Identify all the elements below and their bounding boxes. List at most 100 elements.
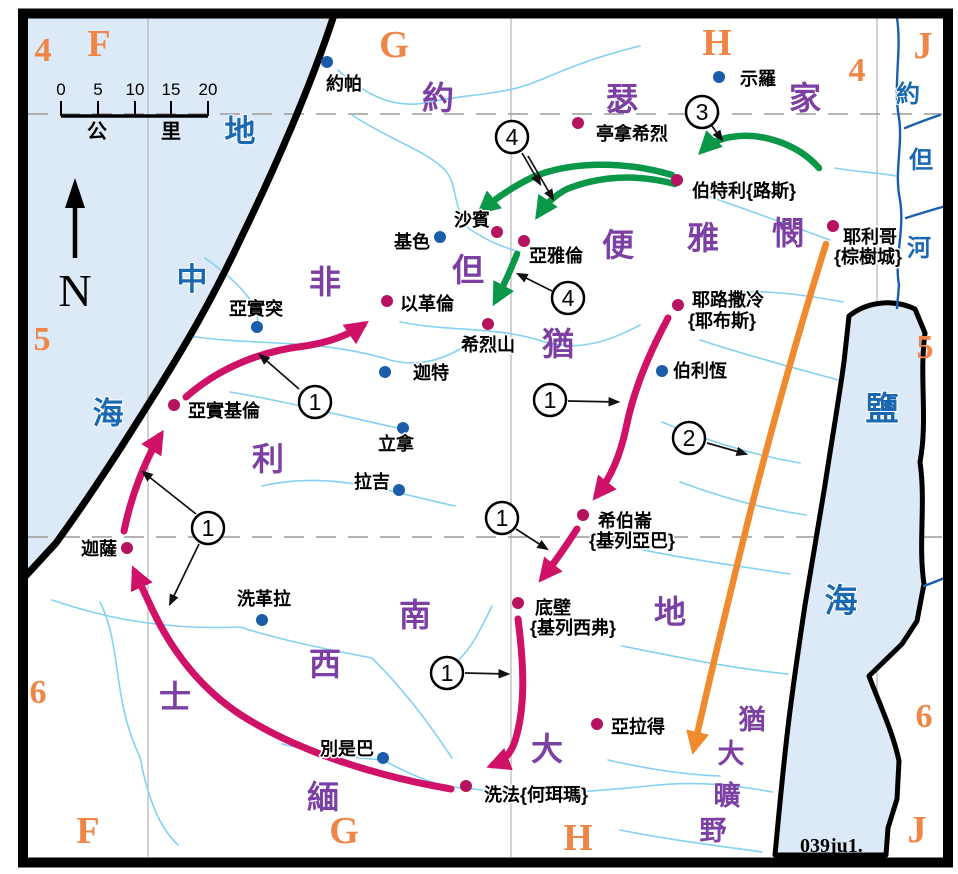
scale-tick-label: 5 (93, 80, 102, 99)
grid-ref-label: 4 (849, 52, 866, 89)
route-marker-number: 1 (496, 505, 509, 531)
city-dot-debir-kiriath-sepher (512, 597, 524, 609)
city-label-bethel-luz: 伯特利{路斯} (692, 180, 796, 201)
grid-ref-label: 6 (916, 698, 933, 735)
city-dot-lachish (393, 484, 405, 496)
city-label-timnath-heres: 亭拿希烈 (596, 123, 668, 144)
city-label-hebron-kiriath-arba: 希伯崙 (598, 510, 653, 531)
city-label-gaza: 迦薩 (81, 538, 117, 559)
city-dot-mount-heres (482, 318, 494, 330)
city-label-bethlehem: 伯利恆 (673, 360, 727, 381)
route-marker-circle (550, 280, 586, 316)
route-jerusalem-to-hebron (592, 314, 672, 501)
region-label: 非 (309, 264, 341, 300)
scale-tick-label: 0 (56, 80, 65, 99)
grid-ref-label: F (76, 810, 99, 852)
marker-connector-arrow (141, 470, 197, 515)
marker-connector-arrow (464, 669, 511, 679)
city-dot-jerusalem-jebus (672, 299, 684, 311)
route-aijalon-to-mount-heres (492, 250, 521, 307)
region-label: 猶 (542, 326, 574, 362)
grid-ref-label: H (702, 22, 732, 64)
city-label-mount-heres: 希烈山 (461, 334, 515, 355)
route-marker-number: 4 (562, 285, 575, 311)
route-ashkelon-to-ekron (182, 320, 369, 401)
route-marker-circle (494, 119, 530, 155)
route-house-of-joseph (476, 130, 823, 307)
water-labels: 地中海鹽海約但河 (92, 79, 935, 620)
city-dot-shaalbim (491, 226, 503, 238)
marker-connector-arrow (168, 543, 200, 607)
region-label: 曠 (714, 780, 741, 811)
region-label: 大 (531, 731, 563, 767)
mediterranean-sea (23, 18, 333, 579)
city-label-shiloh: 示羅 (740, 69, 776, 89)
water-label: 約 (896, 80, 920, 108)
marker-connector-arrow (521, 152, 542, 187)
water-label: 鹽 (866, 390, 899, 427)
water-label: 海 (93, 396, 124, 431)
city-label-debir-kiriath-sepher: 底壁 (535, 597, 571, 618)
city-dot-beersheba (377, 752, 389, 764)
scale-tick-label: 15 (162, 80, 181, 99)
route-bethel-to-shaalbim (476, 161, 676, 215)
route-debir-to-hormah (486, 615, 527, 771)
route-east-to-bethel (698, 130, 823, 172)
city-label-ekron: 以革倫 (400, 293, 455, 314)
city-label-ziklag: 洗革拉 (237, 588, 291, 609)
map-border (18, 8, 953, 868)
city-dot-ashdod (251, 321, 263, 333)
route-marker-circle (190, 510, 226, 546)
marker-connector-arrow (567, 397, 621, 407)
dead-sea (772, 300, 928, 858)
route-marker-number: 1 (544, 387, 557, 413)
region-label: 約 (422, 80, 454, 116)
region-label: 利 (252, 441, 284, 477)
city-dot-jericho-city-of-palms (827, 220, 839, 232)
region-label: 南 (399, 597, 431, 633)
route-marker-number: 4 (506, 124, 519, 150)
north-arrow: N (58, 178, 92, 316)
route-bethel-to-aijalon (535, 174, 679, 220)
route-marker-circle (684, 94, 720, 130)
grid-ref-label: 6 (30, 674, 47, 711)
grid-lines-dashed (28, 113, 942, 538)
north-label: N (58, 265, 91, 316)
marker-connector-arrow (706, 442, 749, 456)
region-label: 憫 (772, 215, 804, 251)
city-dot-aijalon (518, 235, 530, 247)
city-dot-bethlehem (656, 365, 668, 377)
city-dot-bethel-luz (671, 174, 683, 186)
city-label-lachish: 拉吉 (354, 471, 390, 492)
marker-connector-arrow (711, 125, 724, 142)
grid-ref-label: G (329, 810, 359, 852)
route-gaza-to-ashkelon (120, 429, 164, 535)
city-label-jerusalem-jebus: {耶布斯} (688, 310, 756, 331)
city-dot-gath (379, 366, 391, 378)
route-kenites-jericho-to-negev (686, 240, 830, 755)
region-label: 士 (159, 679, 191, 715)
city-label-gath: 迦特 (413, 362, 449, 383)
marker-connector-arrow (527, 155, 555, 202)
grid-ref-label: J (914, 25, 933, 67)
city-label-joppa: 約帕 (326, 73, 362, 94)
city-dot-timnath-heres (572, 117, 584, 129)
region-label: 瑟 (606, 81, 638, 117)
city-label-libnah: 立拿 (378, 433, 415, 454)
city-label-zephath-hormah: 洗法{何珥瑪} (484, 784, 588, 805)
city-dot-gaza (121, 542, 133, 554)
region-labels: 約瑟家便雅憫但非利士猶大南地西緬猶大曠野 (159, 80, 821, 846)
region-label: 西 (309, 646, 341, 682)
city-label-hebron-kiriath-arba: {基列亞巴} (589, 530, 675, 551)
scale-tick-label: 10 (126, 80, 145, 99)
route-hebron-to-debir (538, 525, 581, 583)
city-label-debir-kiriath-sepher: {基列西弗} (530, 617, 616, 638)
route-marker-circle (671, 420, 707, 456)
route-marker-number: 2 (683, 425, 696, 451)
route-marker-circle (484, 500, 520, 536)
route-marker-circle (532, 382, 568, 418)
region-label: 但 (452, 252, 484, 288)
water-label: 中 (177, 262, 208, 297)
